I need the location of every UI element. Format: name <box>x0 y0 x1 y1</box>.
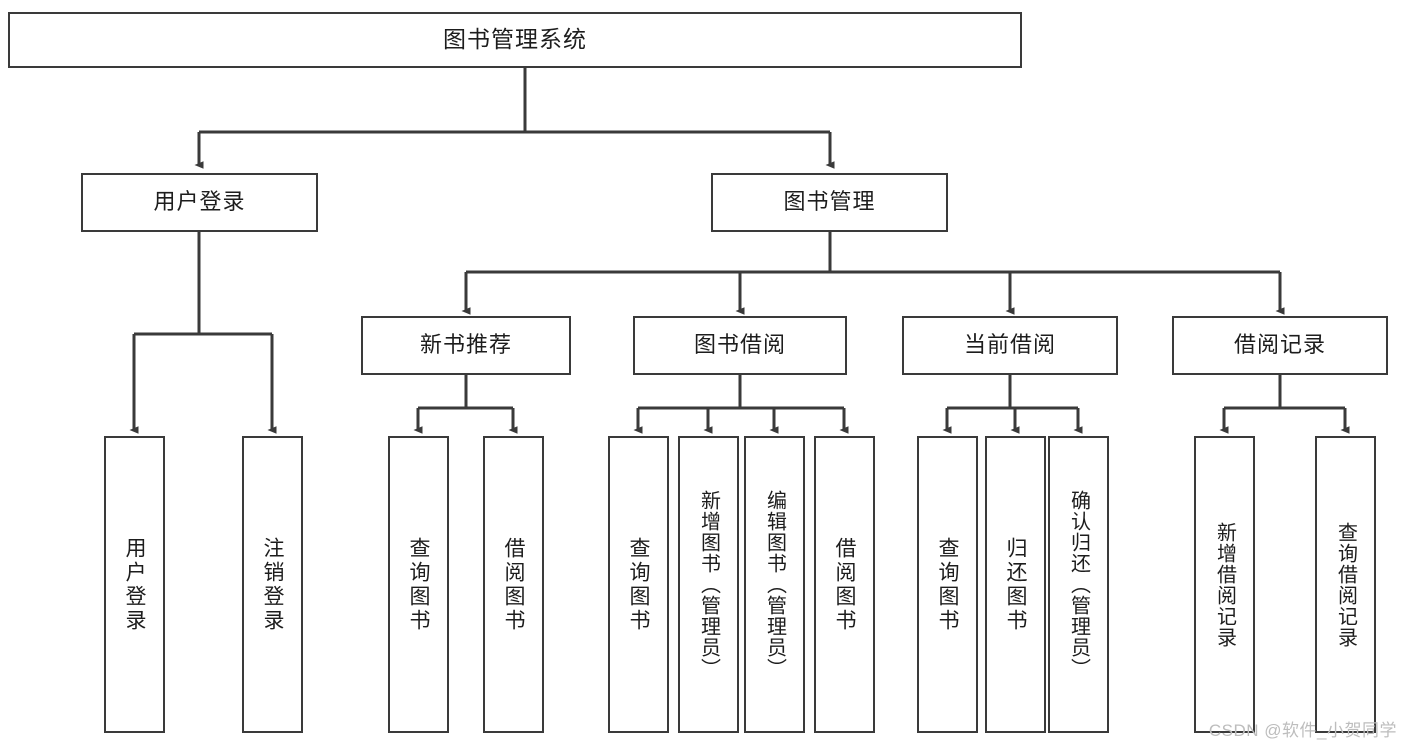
node-leaf-logout-login[interactable]: 注销登录 <box>242 436 303 733</box>
node-label: 归还图书 <box>1004 536 1027 633</box>
node-label: 新增图书（管理员） <box>697 490 720 679</box>
node-label: 用户登录 <box>153 189 246 215</box>
new-book-recommend-connectors <box>413 375 518 434</box>
node-leaf-borrow-book-2[interactable]: 借阅图书 <box>814 436 875 733</box>
node-leaf-edit-book[interactable]: 编辑图书（管理员） <box>744 436 805 733</box>
node-label: 编辑图书（管理员） <box>763 490 786 679</box>
node-label: 查询借阅记录 <box>1334 521 1357 648</box>
node-leaf-confirm-return[interactable]: 确认归还（管理员） <box>1048 436 1109 733</box>
current-borrow-connectors <box>942 375 1083 434</box>
node-label: 借阅图书 <box>502 536 525 633</box>
node-label: 查询图书 <box>936 536 959 633</box>
node-current-borrow[interactable]: 当前借阅 <box>902 316 1118 375</box>
root-connectors <box>194 68 835 169</box>
book-management-connectors <box>461 232 1285 315</box>
node-book-borrow[interactable]: 图书借阅 <box>633 316 847 375</box>
node-root-book-management-system[interactable]: 图书管理系统 <box>8 12 1022 68</box>
node-leaf-add-book[interactable]: 新增图书（管理员） <box>678 436 739 733</box>
node-user-login[interactable]: 用户登录 <box>81 173 318 232</box>
node-leaf-user-login[interactable]: 用户登录 <box>104 436 165 733</box>
node-book-management[interactable]: 图书管理 <box>711 173 948 232</box>
node-label: 图书管理系统 <box>443 26 587 53</box>
node-leaf-query-book-2[interactable]: 查询图书 <box>608 436 669 733</box>
node-label: 借阅记录 <box>1233 332 1326 358</box>
node-label: 借阅图书 <box>833 536 856 633</box>
node-leaf-return-book[interactable]: 归还图书 <box>985 436 1046 733</box>
watermark: CSDN @软件_小贺同学 <box>1208 721 1397 740</box>
node-label: 新书推荐 <box>419 332 512 358</box>
book-borrow-connectors <box>633 375 849 434</box>
node-label: 查询图书 <box>627 536 650 633</box>
node-label: 当前借阅 <box>963 332 1056 358</box>
node-leaf-query-book-1[interactable]: 查询图书 <box>388 436 449 733</box>
node-label: 查询图书 <box>407 536 430 633</box>
node-leaf-query-book-3[interactable]: 查询图书 <box>917 436 978 733</box>
node-borrow-record[interactable]: 借阅记录 <box>1172 316 1388 375</box>
node-leaf-query-record[interactable]: 查询借阅记录 <box>1315 436 1376 733</box>
node-new-book-recommend[interactable]: 新书推荐 <box>361 316 571 375</box>
borrow-record-connectors <box>1219 375 1350 434</box>
node-label: 新增借阅记录 <box>1213 521 1236 648</box>
node-label: 图书借阅 <box>693 332 786 358</box>
node-leaf-borrow-book-1[interactable]: 借阅图书 <box>483 436 544 733</box>
node-label: 确认归还（管理员） <box>1067 490 1090 679</box>
node-label: 注销登录 <box>261 536 284 633</box>
node-label: 图书管理 <box>783 189 876 215</box>
node-leaf-add-record[interactable]: 新增借阅记录 <box>1194 436 1255 733</box>
node-label: 用户登录 <box>123 536 146 633</box>
user-login-connectors <box>129 232 277 434</box>
